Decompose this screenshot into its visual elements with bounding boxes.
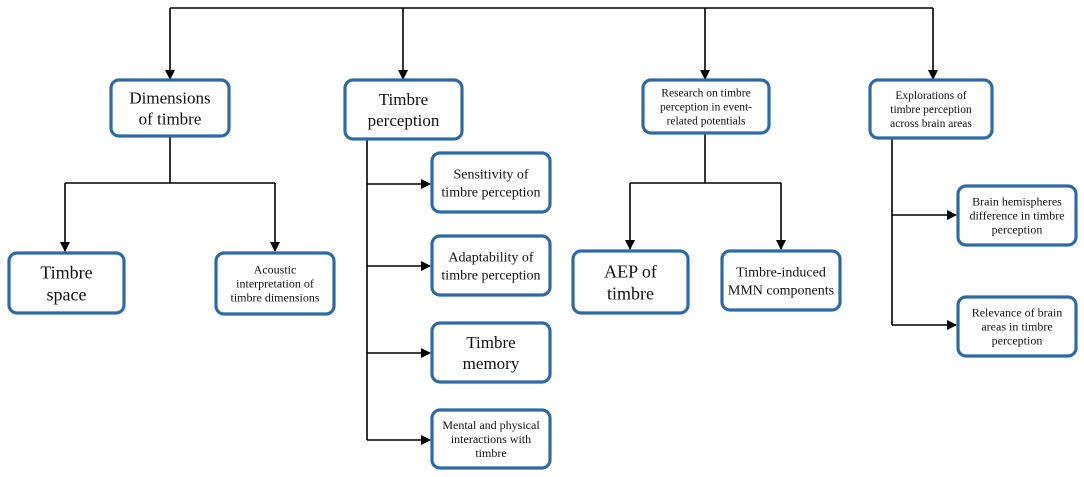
- node-erp: Research on timbre perception in event-re…: [641, 78, 771, 135]
- node-box: [430, 234, 552, 297]
- node-box: [956, 295, 1078, 358]
- node-box: [720, 249, 842, 312]
- node-label-line: timbre perception: [441, 185, 540, 200]
- node-label-line: perception: [368, 111, 440, 130]
- node-label-line: timbre perception: [441, 268, 540, 283]
- node-label-line: Sensitivity of: [453, 167, 528, 182]
- node-box: [430, 151, 552, 214]
- node-label-line: Explorations of: [895, 90, 966, 102]
- node-label-line: timbre: [475, 446, 506, 460]
- node-label-line: MMN components: [728, 283, 834, 298]
- connector-layer: [60, 7, 957, 445]
- node-label-line: timbre dimensions: [231, 291, 320, 305]
- node-label-line: interpretation of: [236, 277, 314, 291]
- node-adaptability: Adaptability of timbre perception: [430, 234, 552, 297]
- node-label-line: memory: [463, 354, 520, 373]
- node-label-line: AEP of: [604, 261, 657, 281]
- node-box: [571, 249, 690, 315]
- node-label-line: Timbre: [379, 90, 428, 109]
- node-box: [214, 251, 336, 316]
- node-label-line: Adaptability of: [448, 250, 533, 265]
- node-box: [7, 251, 126, 315]
- node-box: [109, 78, 231, 138]
- node-label-line: of timbre: [139, 109, 202, 128]
- node-label-line: difference in timbre: [969, 209, 1064, 223]
- node-label-line: Mental and physical: [442, 418, 540, 432]
- node-sensitivity: Sensitivity of timbre perception: [430, 151, 552, 214]
- node-label-line: Dimensions: [129, 88, 210, 107]
- node-dimensions: Dimensions of timbre: [109, 78, 231, 138]
- node-label-line: perception: [992, 334, 1043, 348]
- node-box: [343, 78, 464, 141]
- node-label-line: timbre perception: [890, 104, 972, 116]
- node-label-line: perception: [992, 223, 1043, 237]
- node-label-line: Research on timbre: [661, 88, 750, 100]
- node-label-line: timbre: [607, 283, 654, 303]
- node-box: [430, 321, 552, 384]
- node-box: [868, 78, 994, 140]
- node-label-line: Timbre: [466, 333, 515, 352]
- node-label-line: Relevance of brain: [972, 306, 1063, 320]
- node-label-line: related potentials: [667, 116, 746, 128]
- node-label-line: Timbre-induced: [736, 265, 826, 280]
- node-perception: Timbre perception: [343, 78, 464, 141]
- node-box: [641, 78, 771, 135]
- node-brain: Explorations of timbre perception across b…: [868, 78, 994, 140]
- node-label-line: Timbre: [40, 262, 92, 282]
- node-label-line: interactions with: [451, 432, 531, 446]
- node-box: [430, 408, 552, 470]
- node-label-line: perception in event-: [660, 102, 752, 114]
- node-box: [956, 184, 1078, 247]
- node-label-line: Brain hemispheres: [972, 195, 1062, 209]
- node-label-line: areas in timbre: [981, 320, 1052, 334]
- node-label-line: Acoustic: [254, 263, 297, 277]
- node-memory: Timbre memory: [430, 321, 552, 384]
- node-label-line: across brain areas: [890, 118, 972, 130]
- node-label-line: space: [47, 284, 87, 304]
